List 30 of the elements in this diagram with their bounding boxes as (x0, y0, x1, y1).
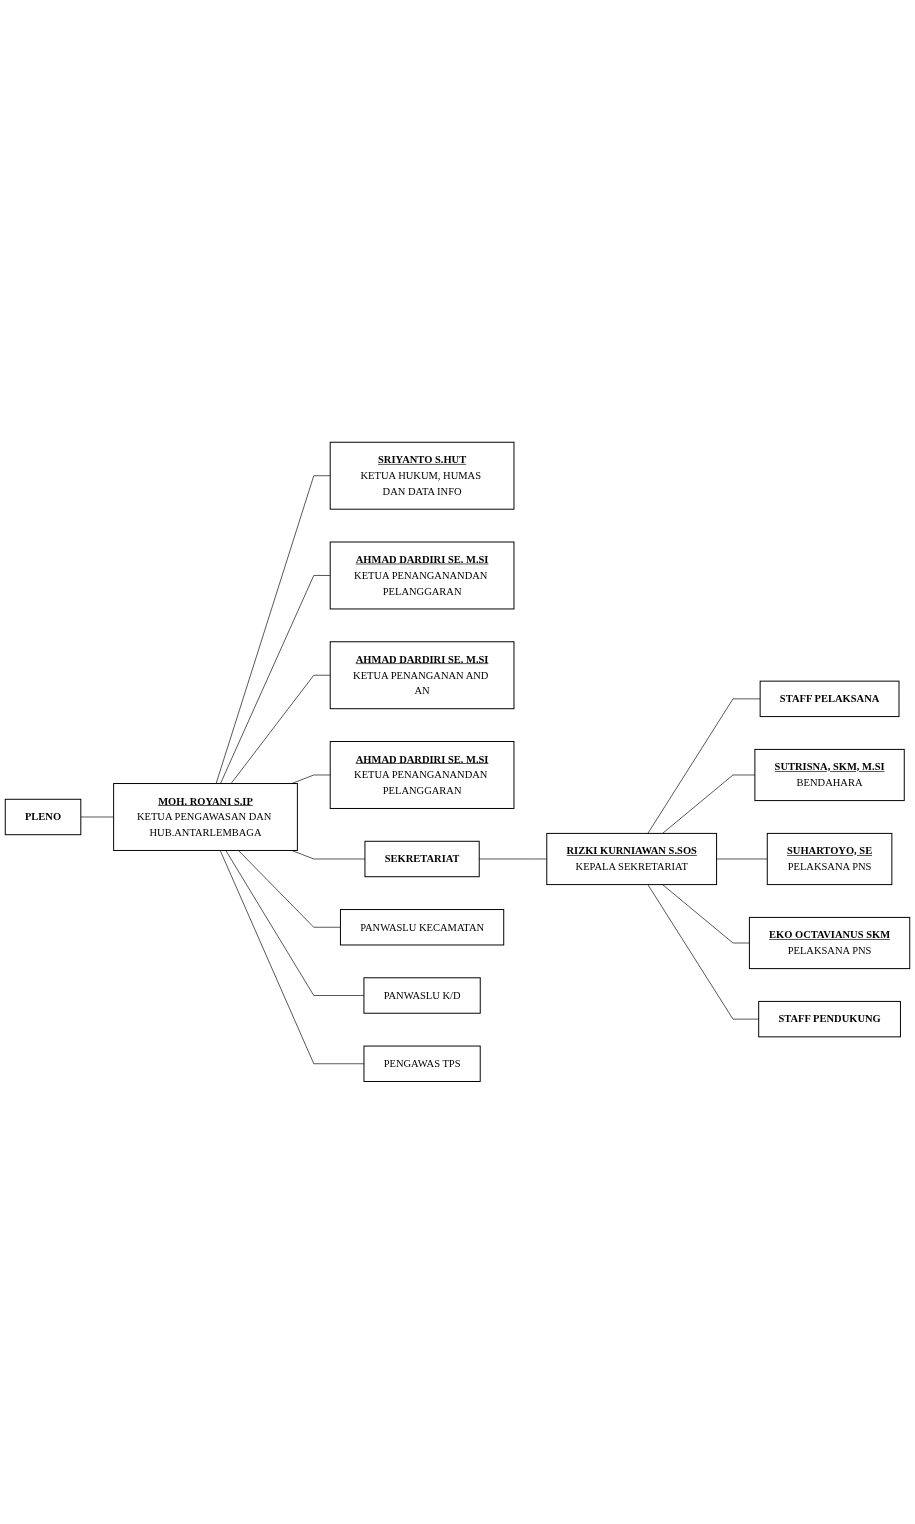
node-box: SUTRISNA, SKM, M.SI BENDAHARA (754, 749, 905, 802)
node-box: SRIYANTO S.HUT KETUA HUKUM, HUMAS DAN DATA INFO (329, 441, 515, 510)
node-box: PANWASLU KECAMATAN (339, 909, 505, 946)
connector (238, 850, 341, 928)
node-box: PLENO (4, 798, 82, 836)
connector (225, 850, 365, 996)
connector (80, 816, 114, 818)
connector (220, 575, 331, 784)
node-box: AHMAD DARDIRI SE. M.SI KETUA PENANGANANDAN PELANGGARAN (329, 741, 515, 810)
node-box: PANWASLU K/D (363, 977, 481, 1014)
connector (230, 675, 331, 784)
node-box: SUHARTOYO, SE PELAKSANA PNS (766, 833, 893, 886)
connector (291, 774, 331, 784)
connector (219, 850, 365, 1065)
connector (662, 884, 750, 944)
node-box: AHMAD DARDIRI SE. M.SI KETUA PENANGANAN AND AN (329, 641, 515, 710)
node-box: EKO OCTAVIANUS SKM PELAKSANA PNS (748, 917, 911, 970)
node-box: SEKRETARIAT (364, 840, 480, 878)
connector (662, 774, 756, 834)
connector (647, 698, 761, 834)
node-box: STAFF PENDUKUNG (758, 1001, 901, 1038)
connector (478, 858, 548, 860)
connector (716, 858, 768, 860)
node-box: AHMAD DARDIRI SE. M.SI KETUA PENANGANANDAN PELANGGARAN (329, 541, 515, 610)
node-box: PENGAWAS TPS (363, 1045, 481, 1083)
node-box: STAFF PELAKSANA (759, 680, 900, 718)
node-box: MOH. ROYANI S.IP KETUA PENGAWASAN DAN HUB.ANTARLEMBAGA (113, 783, 298, 852)
node-box: RIZKI KURNIAWAN S.SOS KEPALA SEKRETARIAT (546, 833, 718, 886)
connector (647, 884, 760, 1020)
connector (215, 475, 331, 784)
